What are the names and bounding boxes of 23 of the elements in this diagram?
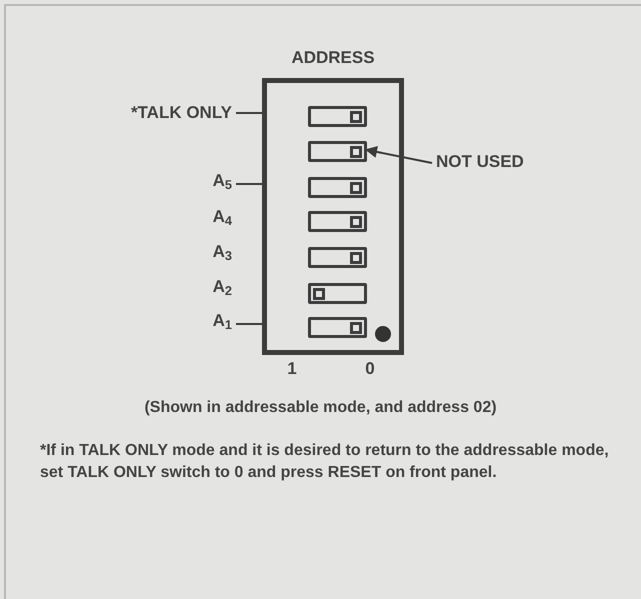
caption: (Shown in addressable mode, and address 02) [143,398,498,418]
slide-switch [308,141,367,162]
slide-switch [308,247,367,268]
switch-label: A$_{5}$ [196,168,232,200]
slide-switch [308,177,367,198]
label: 1 [286,358,298,380]
label: 0 [364,358,376,380]
slide-switch [308,283,367,304]
label: A$_{2}$ [212,276,232,300]
switch-label: *TALK ONLY [80,100,232,126]
label: A$_{3}$ [212,241,232,265]
switch-label: A$_{1}$ [196,308,232,340]
slide-switch [308,211,367,232]
slide-switch [308,106,367,127]
slide-switch [308,317,367,338]
arrow [364,146,432,164]
switch-label: NOT USED [436,149,576,177]
leader-line [236,112,262,114]
leader-line [236,183,262,185]
leader-line [236,323,262,325]
footnote: *If in TALK ONLY mode and it is desired to return to the addressable mode, set TALK ONLY switch to 0 and press RESET on front panel. [40,441,610,483]
block-heading: ADDRESS [290,47,376,69]
label: A$_{4}$ [212,206,232,230]
